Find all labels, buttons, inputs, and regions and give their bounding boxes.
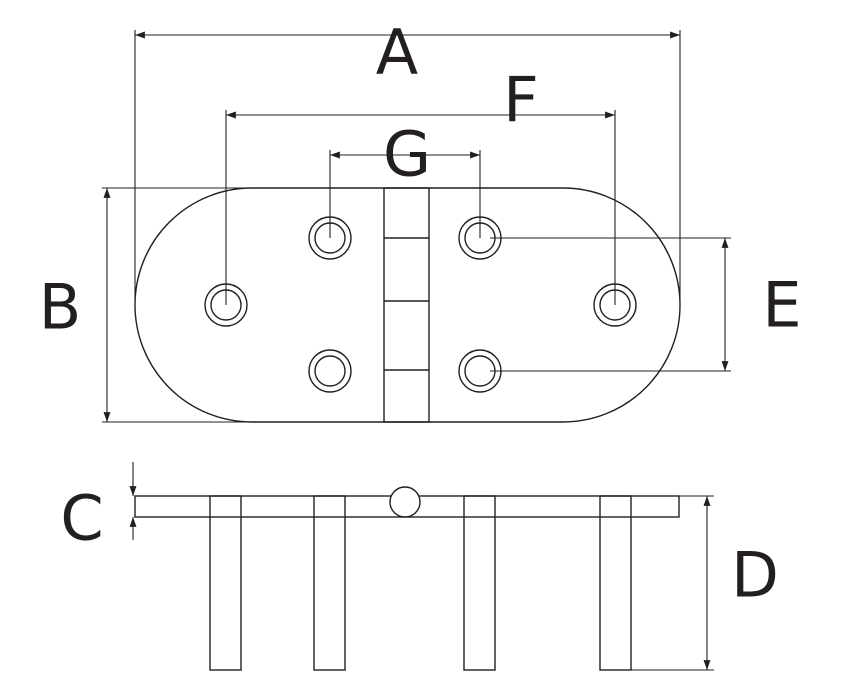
dimension-e: E	[490, 237, 802, 372]
dimension-f: F	[225, 64, 616, 305]
dimension-d: D	[631, 495, 779, 671]
screw-holes	[204, 216, 637, 393]
dimension-label-e: E	[762, 269, 801, 342]
dimension-label-f: F	[503, 64, 539, 137]
hinge-side-view	[134, 486, 680, 671]
dimension-label-b: B	[39, 271, 82, 344]
screw-pin	[313, 495, 346, 671]
screw-pin	[599, 495, 632, 671]
dimension-a: A	[134, 16, 681, 300]
hinge-plate-outline	[134, 187, 681, 423]
screw-pin	[209, 495, 242, 671]
dimension-b: B	[39, 187, 252, 423]
screw-hole	[308, 349, 352, 393]
dimension-label-g: G	[383, 118, 431, 191]
hinge-pin-circle	[389, 486, 421, 518]
hinge-top-view	[134, 187, 681, 423]
hinge-knuckle	[383, 187, 430, 423]
dimension-label-a: A	[376, 16, 418, 89]
dimension-label-c: C	[60, 482, 103, 555]
screw-pin	[463, 495, 496, 671]
dimension-label-d: D	[731, 539, 779, 612]
dimension-g: G	[329, 118, 481, 238]
dimension-c: C	[60, 462, 137, 555]
